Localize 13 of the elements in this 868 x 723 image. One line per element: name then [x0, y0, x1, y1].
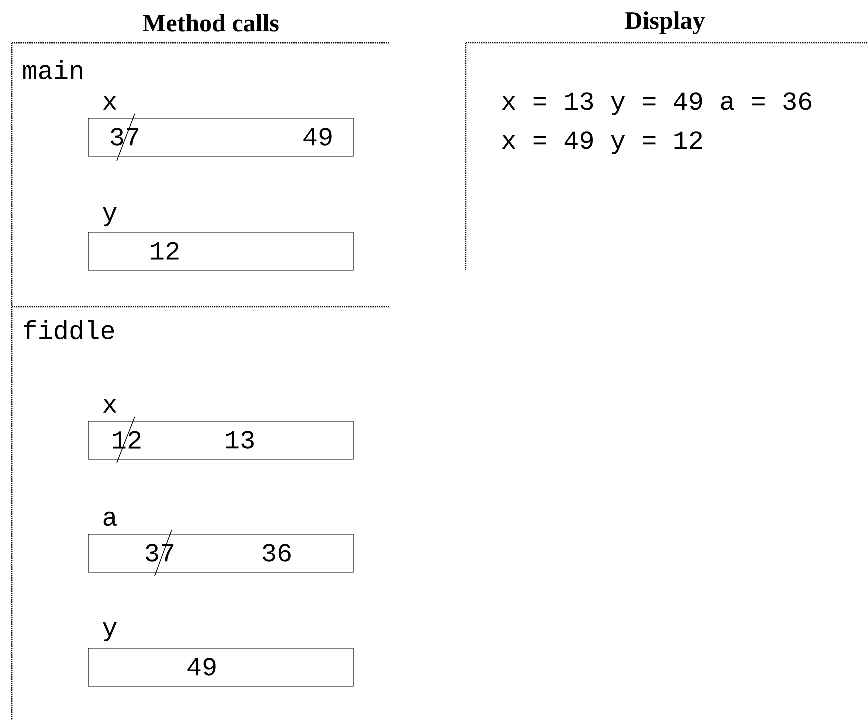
output-line: x = 49 y = 12	[502, 132, 702, 154]
variable-name: x	[103, 96, 117, 110]
variable-name: y	[103, 622, 117, 642]
output-line: x = 13 y = 49 a = 36	[502, 92, 812, 116]
variable-name: x	[103, 399, 117, 413]
panel-heading: Display	[625, 12, 706, 34]
variable-name: y	[103, 207, 117, 227]
panel-heading: Method calls	[143, 14, 279, 32]
variable-box: 12	[88, 232, 354, 271]
variable-name: a	[104, 512, 117, 526]
method-name: fiddle	[24, 320, 114, 340]
method-name: main	[23, 60, 82, 80]
variable-box: 49	[88, 648, 354, 687]
